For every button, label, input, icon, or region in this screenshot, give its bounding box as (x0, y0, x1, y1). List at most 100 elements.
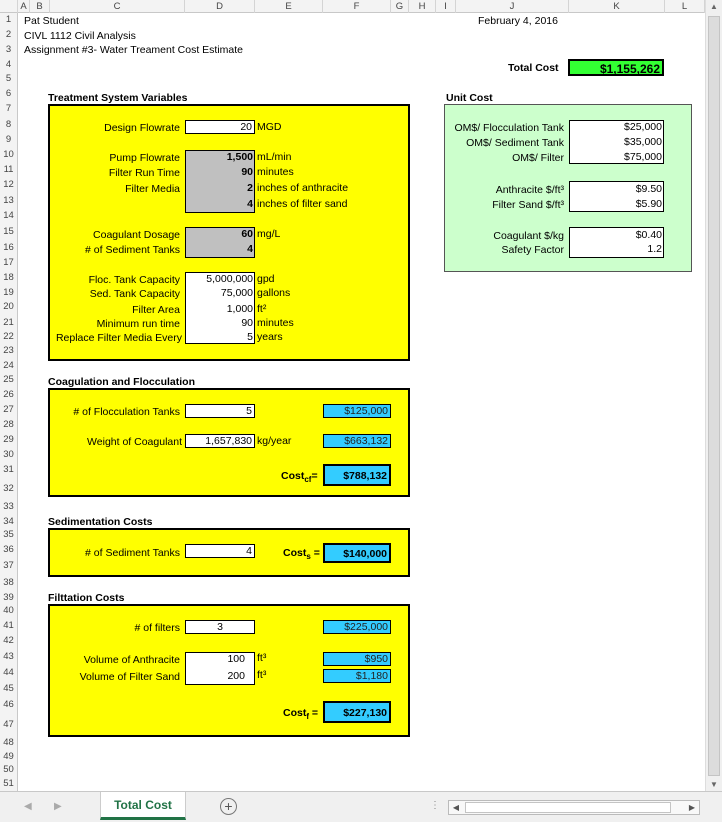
anthracite-volume-value[interactable]: 100 (227, 653, 245, 665)
row-header-40[interactable]: 40 (3, 605, 14, 616)
row-header-34[interactable]: 34 (3, 516, 14, 527)
row-header-2[interactable]: 2 (5, 29, 12, 40)
horizontal-scrollbar[interactable]: ◀ ▶ (448, 800, 700, 815)
pump-flowrate-value[interactable]: 1,500 (226, 151, 253, 163)
row-header-38[interactable]: 38 (3, 577, 14, 588)
anthracite-cost-value[interactable]: $9.50 (635, 183, 662, 195)
row-header-9[interactable]: 9 (5, 134, 12, 145)
row-header-48[interactable]: 48 (3, 737, 14, 748)
filt-cost-total-value[interactable]: $227,130 (323, 701, 391, 723)
row-header-35[interactable]: 35 (3, 529, 14, 540)
column-header-a[interactable]: A (18, 0, 30, 13)
column-header-h[interactable]: H (409, 0, 436, 13)
row-header-43[interactable]: 43 (3, 651, 14, 662)
anthracite-inches-value[interactable]: 2 (247, 182, 253, 194)
row-header-37[interactable]: 37 (3, 560, 14, 571)
floc-capacity-value[interactable]: 5,000,000 (206, 273, 253, 285)
row-header-47[interactable]: 47 (3, 719, 14, 730)
sed-capacity-value[interactable]: 75,000 (220, 287, 253, 299)
row-header-42[interactable]: 42 (3, 635, 14, 646)
row-header-15[interactable]: 15 (3, 226, 14, 237)
column-header-f[interactable]: F (323, 0, 391, 13)
scroll-thumb[interactable] (708, 16, 720, 776)
row-header-8[interactable]: 8 (5, 119, 12, 130)
row-header-24[interactable]: 24 (3, 360, 14, 371)
sand-cost-value[interactable]: $5.90 (635, 198, 662, 210)
row-header-39[interactable]: 39 (3, 592, 14, 603)
scroll-down-arrow-icon[interactable]: ▼ (710, 780, 718, 789)
column-header-b[interactable]: B (30, 0, 50, 13)
filter-area-value[interactable]: 1,000 (226, 303, 253, 315)
row-header-20[interactable]: 20 (3, 301, 14, 312)
row-header-19[interactable]: 19 (3, 287, 14, 298)
hscroll-thumb[interactable] (465, 802, 671, 813)
row-header-32[interactable]: 32 (3, 483, 14, 494)
floc-tanks-input[interactable]: 5 (185, 404, 255, 418)
row-header-16[interactable]: 16 (3, 242, 14, 253)
row-header-27[interactable]: 27 (3, 404, 14, 415)
row-header-23[interactable]: 23 (3, 345, 14, 356)
column-header-i[interactable]: I (436, 0, 456, 13)
anthracite-volume-cost[interactable]: $950 (323, 652, 391, 666)
row-header-4[interactable]: 4 (5, 59, 12, 70)
tab-splitter-handle-icon[interactable]: ⋮ (430, 800, 440, 811)
row-header-22[interactable]: 22 (3, 331, 14, 342)
row-header-28[interactable]: 28 (3, 419, 14, 430)
design-flowrate-input[interactable]: 20 (185, 120, 255, 134)
sheet-tab-total-cost[interactable]: Total Cost (100, 792, 186, 820)
filter-run-value[interactable]: 90 (241, 166, 253, 178)
sand-inches-value[interactable]: 4 (247, 198, 253, 210)
row-header-29[interactable]: 29 (3, 434, 14, 445)
column-header-g[interactable]: G (391, 0, 409, 13)
column-header-d[interactable]: D (185, 0, 255, 13)
row-header-30[interactable]: 30 (3, 449, 14, 460)
column-header-c[interactable]: C (50, 0, 185, 13)
coag-dosage-value[interactable]: 60 (241, 228, 253, 240)
om-floc-value[interactable]: $25,000 (624, 121, 662, 133)
coag-cost-value[interactable]: $0.40 (635, 229, 662, 241)
row-header-45[interactable]: 45 (3, 683, 14, 694)
row-header-13[interactable]: 13 (3, 195, 14, 206)
floc-tanks-cost[interactable]: $125,000 (323, 404, 391, 418)
replace-value[interactable]: 5 (247, 331, 253, 343)
row-header-3[interactable]: 3 (5, 44, 12, 55)
row-header-44[interactable]: 44 (3, 667, 14, 678)
om-filter-value[interactable]: $75,000 (624, 151, 662, 163)
min-run-value[interactable]: 90 (241, 317, 253, 329)
row-header-18[interactable]: 18 (3, 272, 14, 283)
scroll-up-arrow-icon[interactable]: ▲ (710, 2, 718, 11)
row-header-49[interactable]: 49 (3, 751, 14, 762)
row-header-50[interactable]: 50 (3, 764, 14, 775)
row-header-26[interactable]: 26 (3, 389, 14, 400)
row-header-12[interactable]: 12 (3, 179, 14, 190)
row-header-14[interactable]: 14 (3, 210, 14, 221)
row-header-6[interactable]: 6 (5, 88, 12, 99)
row-header-10[interactable]: 10 (3, 149, 14, 160)
row-header-41[interactable]: 41 (3, 620, 14, 631)
row-header-31[interactable]: 31 (3, 464, 14, 475)
sand-volume-value[interactable]: 200 (227, 670, 245, 682)
filters-input[interactable]: 3 (185, 620, 255, 634)
row-header-36[interactable]: 36 (3, 544, 14, 555)
om-sed-value[interactable]: $35,000 (624, 136, 662, 148)
sed-cost-total-value[interactable]: $140,000 (323, 543, 391, 563)
row-header-33[interactable]: 33 (3, 501, 14, 512)
add-sheet-icon[interactable]: + (220, 798, 237, 815)
sed-tanks-value[interactable]: 4 (247, 243, 253, 255)
sand-volume-cost[interactable]: $1,180 (323, 669, 391, 683)
hscroll-left-arrow-icon[interactable]: ◀ (452, 803, 460, 812)
vertical-scrollbar[interactable]: ▲ ▼ (705, 0, 722, 791)
row-header-7[interactable]: 7 (5, 103, 12, 114)
sed-tanks-input[interactable]: 4 (185, 544, 255, 558)
row-header-5[interactable]: 5 (5, 73, 12, 84)
filters-cost[interactable]: $225,000 (323, 620, 391, 634)
column-header-l[interactable]: L (665, 0, 705, 13)
prev-sheet-icon[interactable]: ◀ (24, 801, 32, 812)
column-header-e[interactable]: E (255, 0, 323, 13)
row-header-11[interactable]: 11 (3, 164, 14, 175)
next-sheet-icon[interactable]: ▶ (54, 801, 62, 812)
coag-cost-total-value[interactable]: $788,132 (323, 464, 391, 486)
row-header-17[interactable]: 17 (3, 257, 14, 268)
row-header-1[interactable]: 1 (5, 14, 12, 25)
total-cost-value[interactable]: $1,155,262 (568, 59, 664, 76)
